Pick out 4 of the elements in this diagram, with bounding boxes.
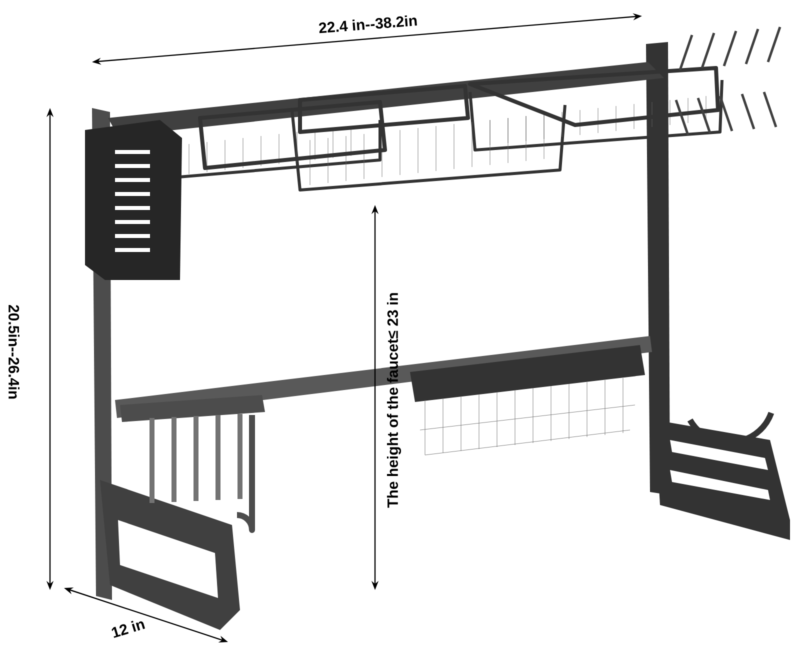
dimension-label: 22.4 in--38.2in — [319, 15, 417, 34]
dimension-label: The height of the faucet≤ 23 in — [386, 293, 402, 508]
dimension-label: 12 in — [112, 620, 146, 638]
dimension-label: 20.5in--26.4in — [8, 305, 20, 399]
